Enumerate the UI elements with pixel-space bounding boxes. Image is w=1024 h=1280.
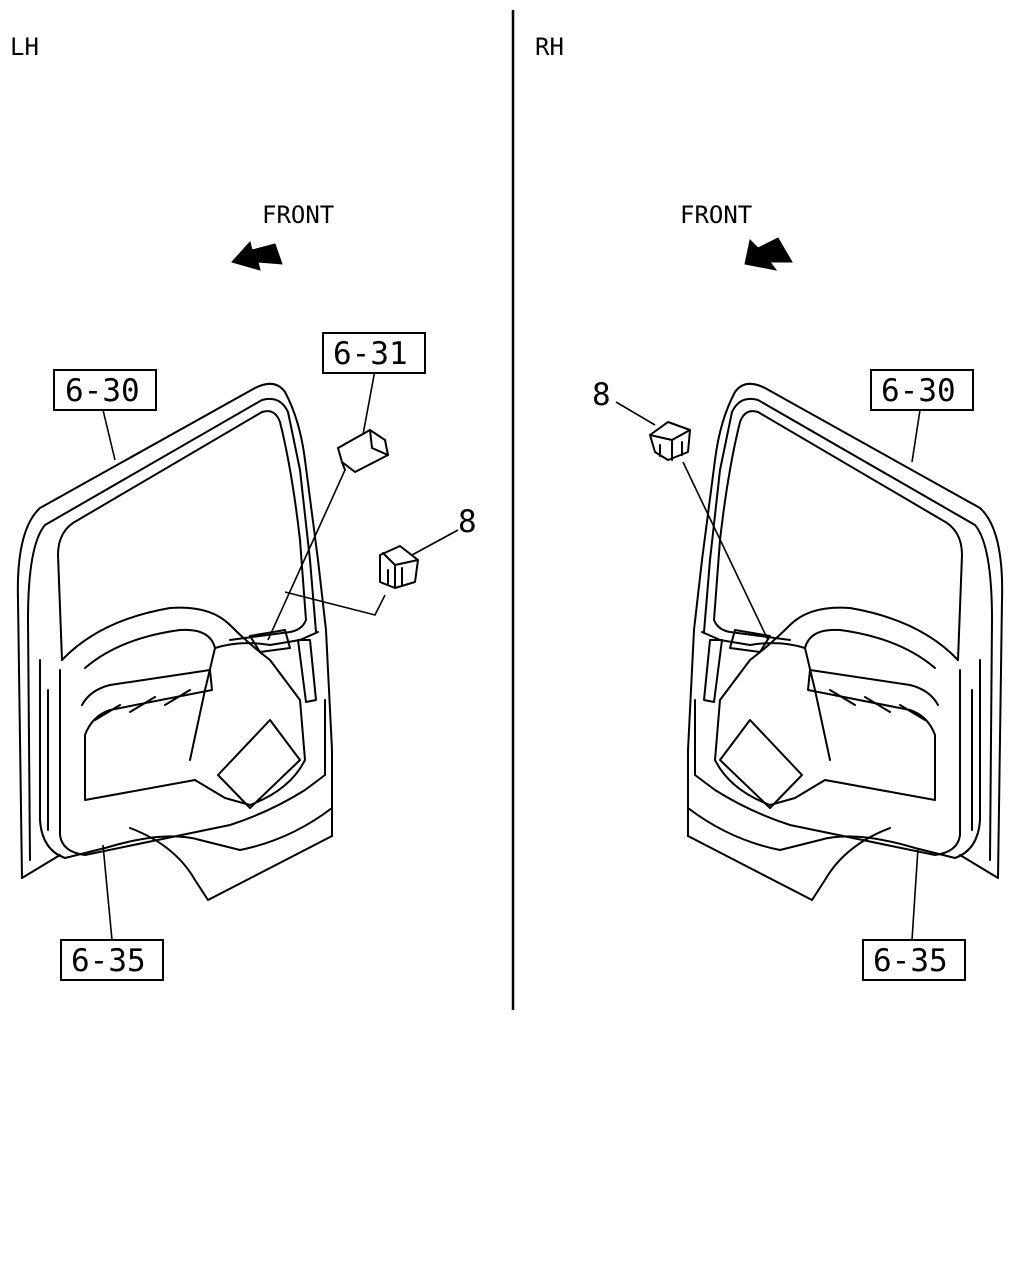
left-callout-6-35: 6-35 xyxy=(71,943,146,979)
right-retainer-clip-icon xyxy=(649,421,691,461)
left-callout-box-6-35 xyxy=(60,939,164,981)
left-callout-box-6-30 xyxy=(53,369,157,411)
right-callout-8: 8 xyxy=(592,377,611,413)
left-leader-6-31-to-door xyxy=(267,469,346,641)
left-callout-6-31: 6-31 xyxy=(333,336,408,372)
left-window-inner xyxy=(59,669,326,856)
left-leader-8-bracket xyxy=(284,591,386,616)
left-front-arrow-icon xyxy=(231,240,283,271)
right-callout-box-6-30 xyxy=(870,369,974,411)
left-handle-slot xyxy=(297,639,317,703)
right-side-label: RH xyxy=(535,33,564,61)
right-callout-6-35: 6-35 xyxy=(873,943,948,979)
left-callout-6-30: 6-30 xyxy=(65,373,140,409)
left-switch-part-detail xyxy=(341,429,389,471)
right-door xyxy=(687,382,1004,901)
left-handle-recess xyxy=(217,719,301,809)
left-pocket-hatch xyxy=(94,689,191,721)
right-leader-6-30 xyxy=(911,409,921,463)
left-armrest-inner xyxy=(84,628,216,761)
left-side-label: LH xyxy=(10,33,39,61)
right-callout-box-6-35 xyxy=(862,939,966,981)
left-leader-8 xyxy=(411,529,459,556)
left-bottom-curve xyxy=(21,854,61,879)
right-leader-6-35 xyxy=(911,847,919,941)
left-leader-6-30 xyxy=(102,409,116,461)
left-callout-8: 8 xyxy=(458,504,477,540)
left-panel: LH FRONT xyxy=(10,33,477,981)
right-front-arrow-icon xyxy=(744,237,793,271)
left-front-label: FRONT xyxy=(262,201,334,229)
left-clip-detail xyxy=(382,552,419,589)
left-leader-6-35 xyxy=(102,844,113,941)
left-lower-contour xyxy=(39,659,333,859)
left-armrest xyxy=(61,606,306,806)
left-switch-panel xyxy=(249,629,291,653)
left-retainer-clip-icon xyxy=(379,545,419,589)
left-callout-box-6-31 xyxy=(322,332,426,374)
right-leader-8-to-door xyxy=(682,461,769,641)
left-leader-6-31 xyxy=(361,369,376,441)
right-leader-8 xyxy=(615,401,656,426)
right-panel: RH FRONT xyxy=(535,33,1004,981)
left-bottom-sill xyxy=(129,827,333,901)
right-clip-detail xyxy=(649,429,691,461)
left-door-inner-edge xyxy=(27,397,317,861)
left-armrest-top xyxy=(214,631,319,649)
left-door-outline xyxy=(16,382,333,879)
left-pocket xyxy=(81,669,213,736)
left-pocket-lower xyxy=(84,734,196,801)
right-callout-6-30: 6-30 xyxy=(881,373,956,409)
left-window-frame xyxy=(57,410,307,661)
right-front-label: FRONT xyxy=(680,201,752,229)
